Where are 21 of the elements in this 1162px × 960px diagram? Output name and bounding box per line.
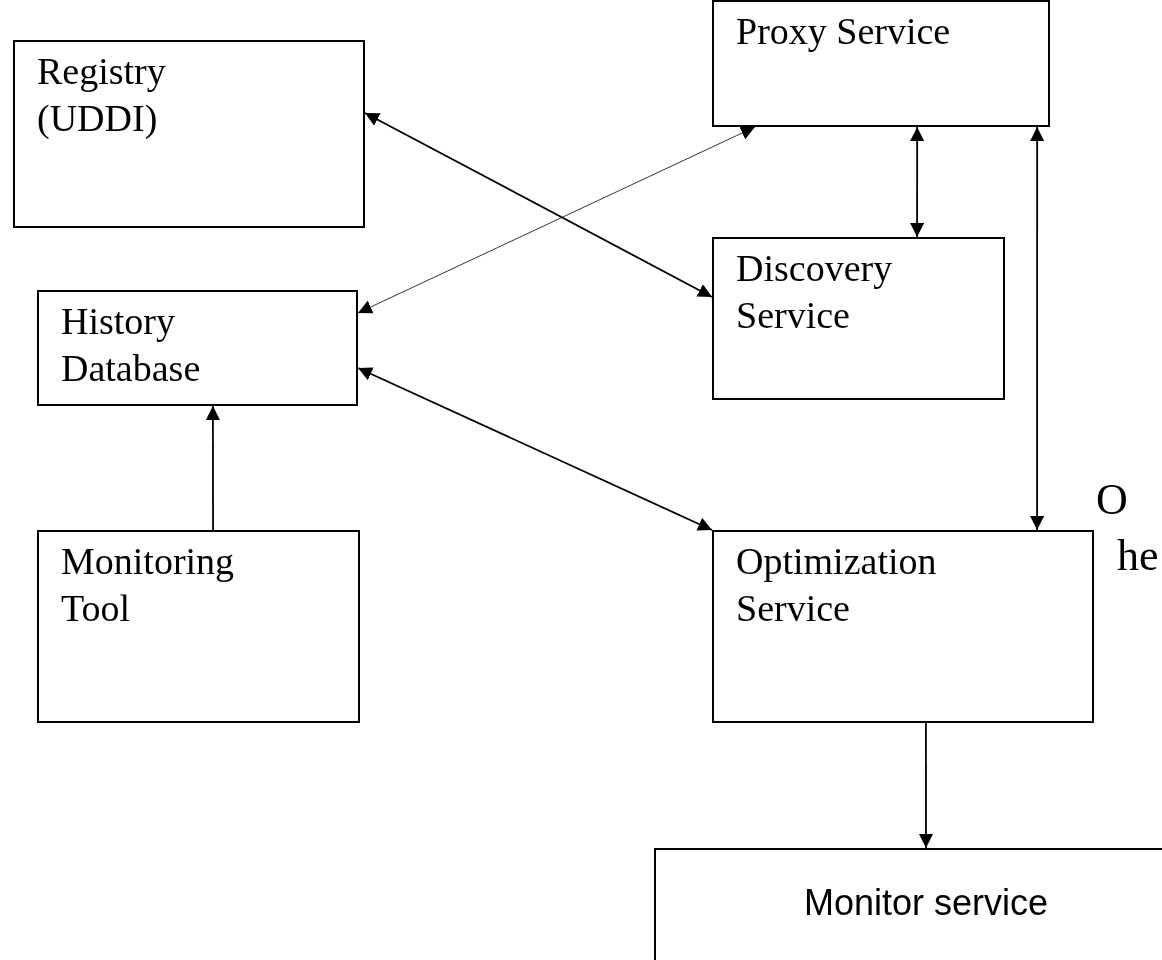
arrow [364, 112, 713, 298]
service-box [712, 237, 1005, 400]
box-label: Monitor service [802, 882, 1050, 924]
arrow [910, 126, 925, 238]
service-box [37, 530, 360, 723]
box-label: Proxy Service [736, 9, 952, 54]
note-text: O [1096, 474, 1128, 526]
box-label: Optimization Service [736, 539, 938, 631]
note-text: he [1117, 530, 1159, 582]
arrow [919, 722, 933, 849]
arrow [205, 405, 220, 531]
arrow [1030, 126, 1045, 531]
arrow [357, 367, 713, 531]
box-label: Registry (UDDI) [37, 49, 167, 141]
service-box [712, 530, 1094, 723]
box-label: Discovery Service [736, 246, 894, 338]
box-label: History Database [61, 299, 202, 391]
service-box [13, 40, 365, 228]
box-label: Monitoring Tool [61, 539, 236, 631]
service-box [37, 290, 358, 406]
service-box [712, 0, 1050, 127]
